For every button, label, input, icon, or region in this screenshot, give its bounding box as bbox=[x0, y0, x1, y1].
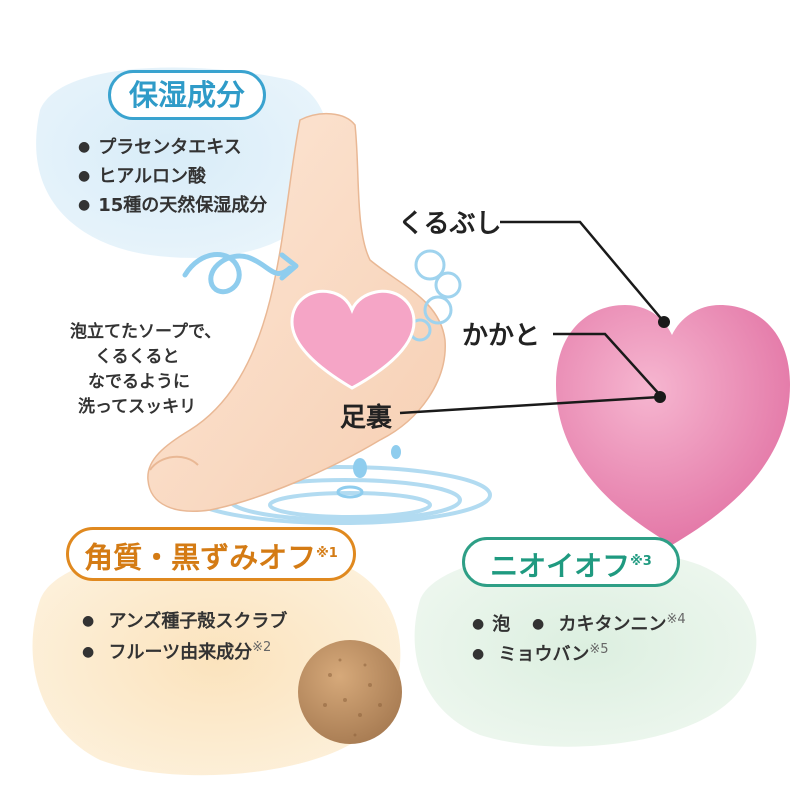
label-kurubushi: くるぶし bbox=[398, 209, 502, 239]
label-ashiura: 足裏 bbox=[340, 403, 393, 433]
keratin-item-1: アンズ種子殻スクラブ bbox=[82, 607, 288, 633]
keratin-item-2-note: ※2 bbox=[252, 640, 272, 655]
wash-line-1: 泡立てたソープで、 bbox=[70, 322, 222, 342]
odor-title-note: ※3 bbox=[630, 554, 652, 569]
label-kakato: かかと bbox=[462, 321, 541, 351]
leader-lines bbox=[399, 220, 665, 415]
wash-line-2: くるくると bbox=[95, 347, 180, 367]
wash-line-4: 洗ってスッキリ bbox=[78, 397, 197, 417]
keratin-item-2: フルーツ由来成分※2 bbox=[82, 638, 272, 664]
wash-line-3: なでるように bbox=[88, 372, 190, 392]
big-heart bbox=[556, 305, 790, 545]
keratin-item-1-text: アンズ種子殻スクラブ bbox=[108, 611, 288, 632]
odor-title: ニオイオフ※3 bbox=[462, 537, 680, 587]
odor-item-kaki-note: ※4 bbox=[666, 612, 686, 627]
water-splash-icon bbox=[336, 445, 401, 499]
moisture-item-3: 15種の天然保湿成分 bbox=[78, 191, 267, 217]
odor-item-myouban-text: ミョウバン bbox=[498, 644, 590, 665]
keratin-title: 角質・黒ずみオフ※1 bbox=[66, 527, 356, 581]
odor-item-awa: 泡 bbox=[472, 610, 510, 636]
odor-item-myouban-note: ※5 bbox=[589, 642, 609, 657]
swirl-arrow-icon bbox=[182, 251, 299, 295]
odor-item-kaki: カキタンニン※4 bbox=[532, 610, 686, 636]
odor-title-text: ニオイオフ bbox=[490, 549, 631, 583]
keratin-title-text: 角質・黒ずみオフ bbox=[84, 540, 317, 575]
apricot-scrub-image bbox=[298, 640, 402, 744]
moisture-item-1: プラセンタエキス bbox=[78, 133, 241, 159]
keratin-title-note: ※1 bbox=[316, 546, 338, 561]
moisture-title: 保湿成分 bbox=[108, 70, 266, 120]
odor-item-kaki-text: カキタンニン bbox=[558, 614, 667, 635]
keratin-item-2-text: フルーツ由来成分 bbox=[108, 642, 253, 663]
moisture-item-2: ヒアルロン酸 bbox=[78, 162, 206, 188]
odor-item-myouban: ミョウバン※5 bbox=[472, 640, 609, 666]
heel-heart bbox=[290, 289, 416, 390]
